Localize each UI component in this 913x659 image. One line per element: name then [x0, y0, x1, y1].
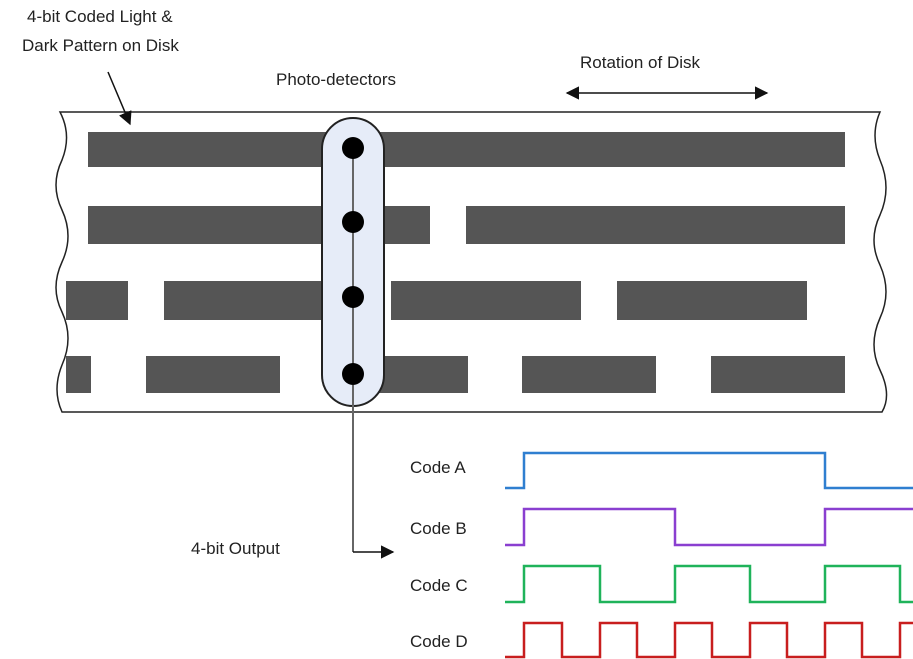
photodetectors-label: Photo-detectors [276, 70, 396, 89]
disk-strip [55, 111, 888, 413]
track-4 [66, 356, 845, 393]
photodetector-dot [342, 211, 364, 233]
pattern-label-line1: 4-bit Coded Light & [27, 7, 173, 26]
code-d-label: Code D [410, 632, 468, 651]
code-b-label: Code B [410, 519, 467, 538]
dark-segment [711, 356, 845, 393]
code-a-label: Code A [410, 458, 466, 477]
code-c-waveform [505, 564, 913, 604]
dark-segment [522, 356, 656, 393]
code-d-waveform [505, 621, 913, 659]
dark-segment [146, 356, 280, 393]
code-c-label: Code C [410, 576, 468, 595]
dark-segment [466, 206, 845, 244]
dark-segment [88, 132, 845, 167]
track-2 [88, 206, 845, 244]
code-a-waveform [505, 451, 913, 490]
pattern-label-line2: Dark Pattern on Disk [22, 36, 179, 55]
photodetector-array [321, 117, 385, 407]
dark-segment [391, 281, 581, 320]
rotation-label: Rotation of Disk [580, 53, 700, 72]
track-3 [66, 281, 807, 320]
photodetector-dot [342, 137, 364, 159]
dark-segment [66, 281, 128, 320]
dark-segment [66, 356, 91, 393]
track-1 [88, 132, 845, 167]
code-b-waveform [505, 507, 913, 547]
dark-segment [617, 281, 807, 320]
photodetector-dot [342, 286, 364, 308]
output-label: 4-bit Output [191, 539, 280, 558]
output-connector [352, 385, 395, 559]
photodetector-dot [342, 363, 364, 385]
pattern-pointer-arrow [107, 71, 132, 126]
